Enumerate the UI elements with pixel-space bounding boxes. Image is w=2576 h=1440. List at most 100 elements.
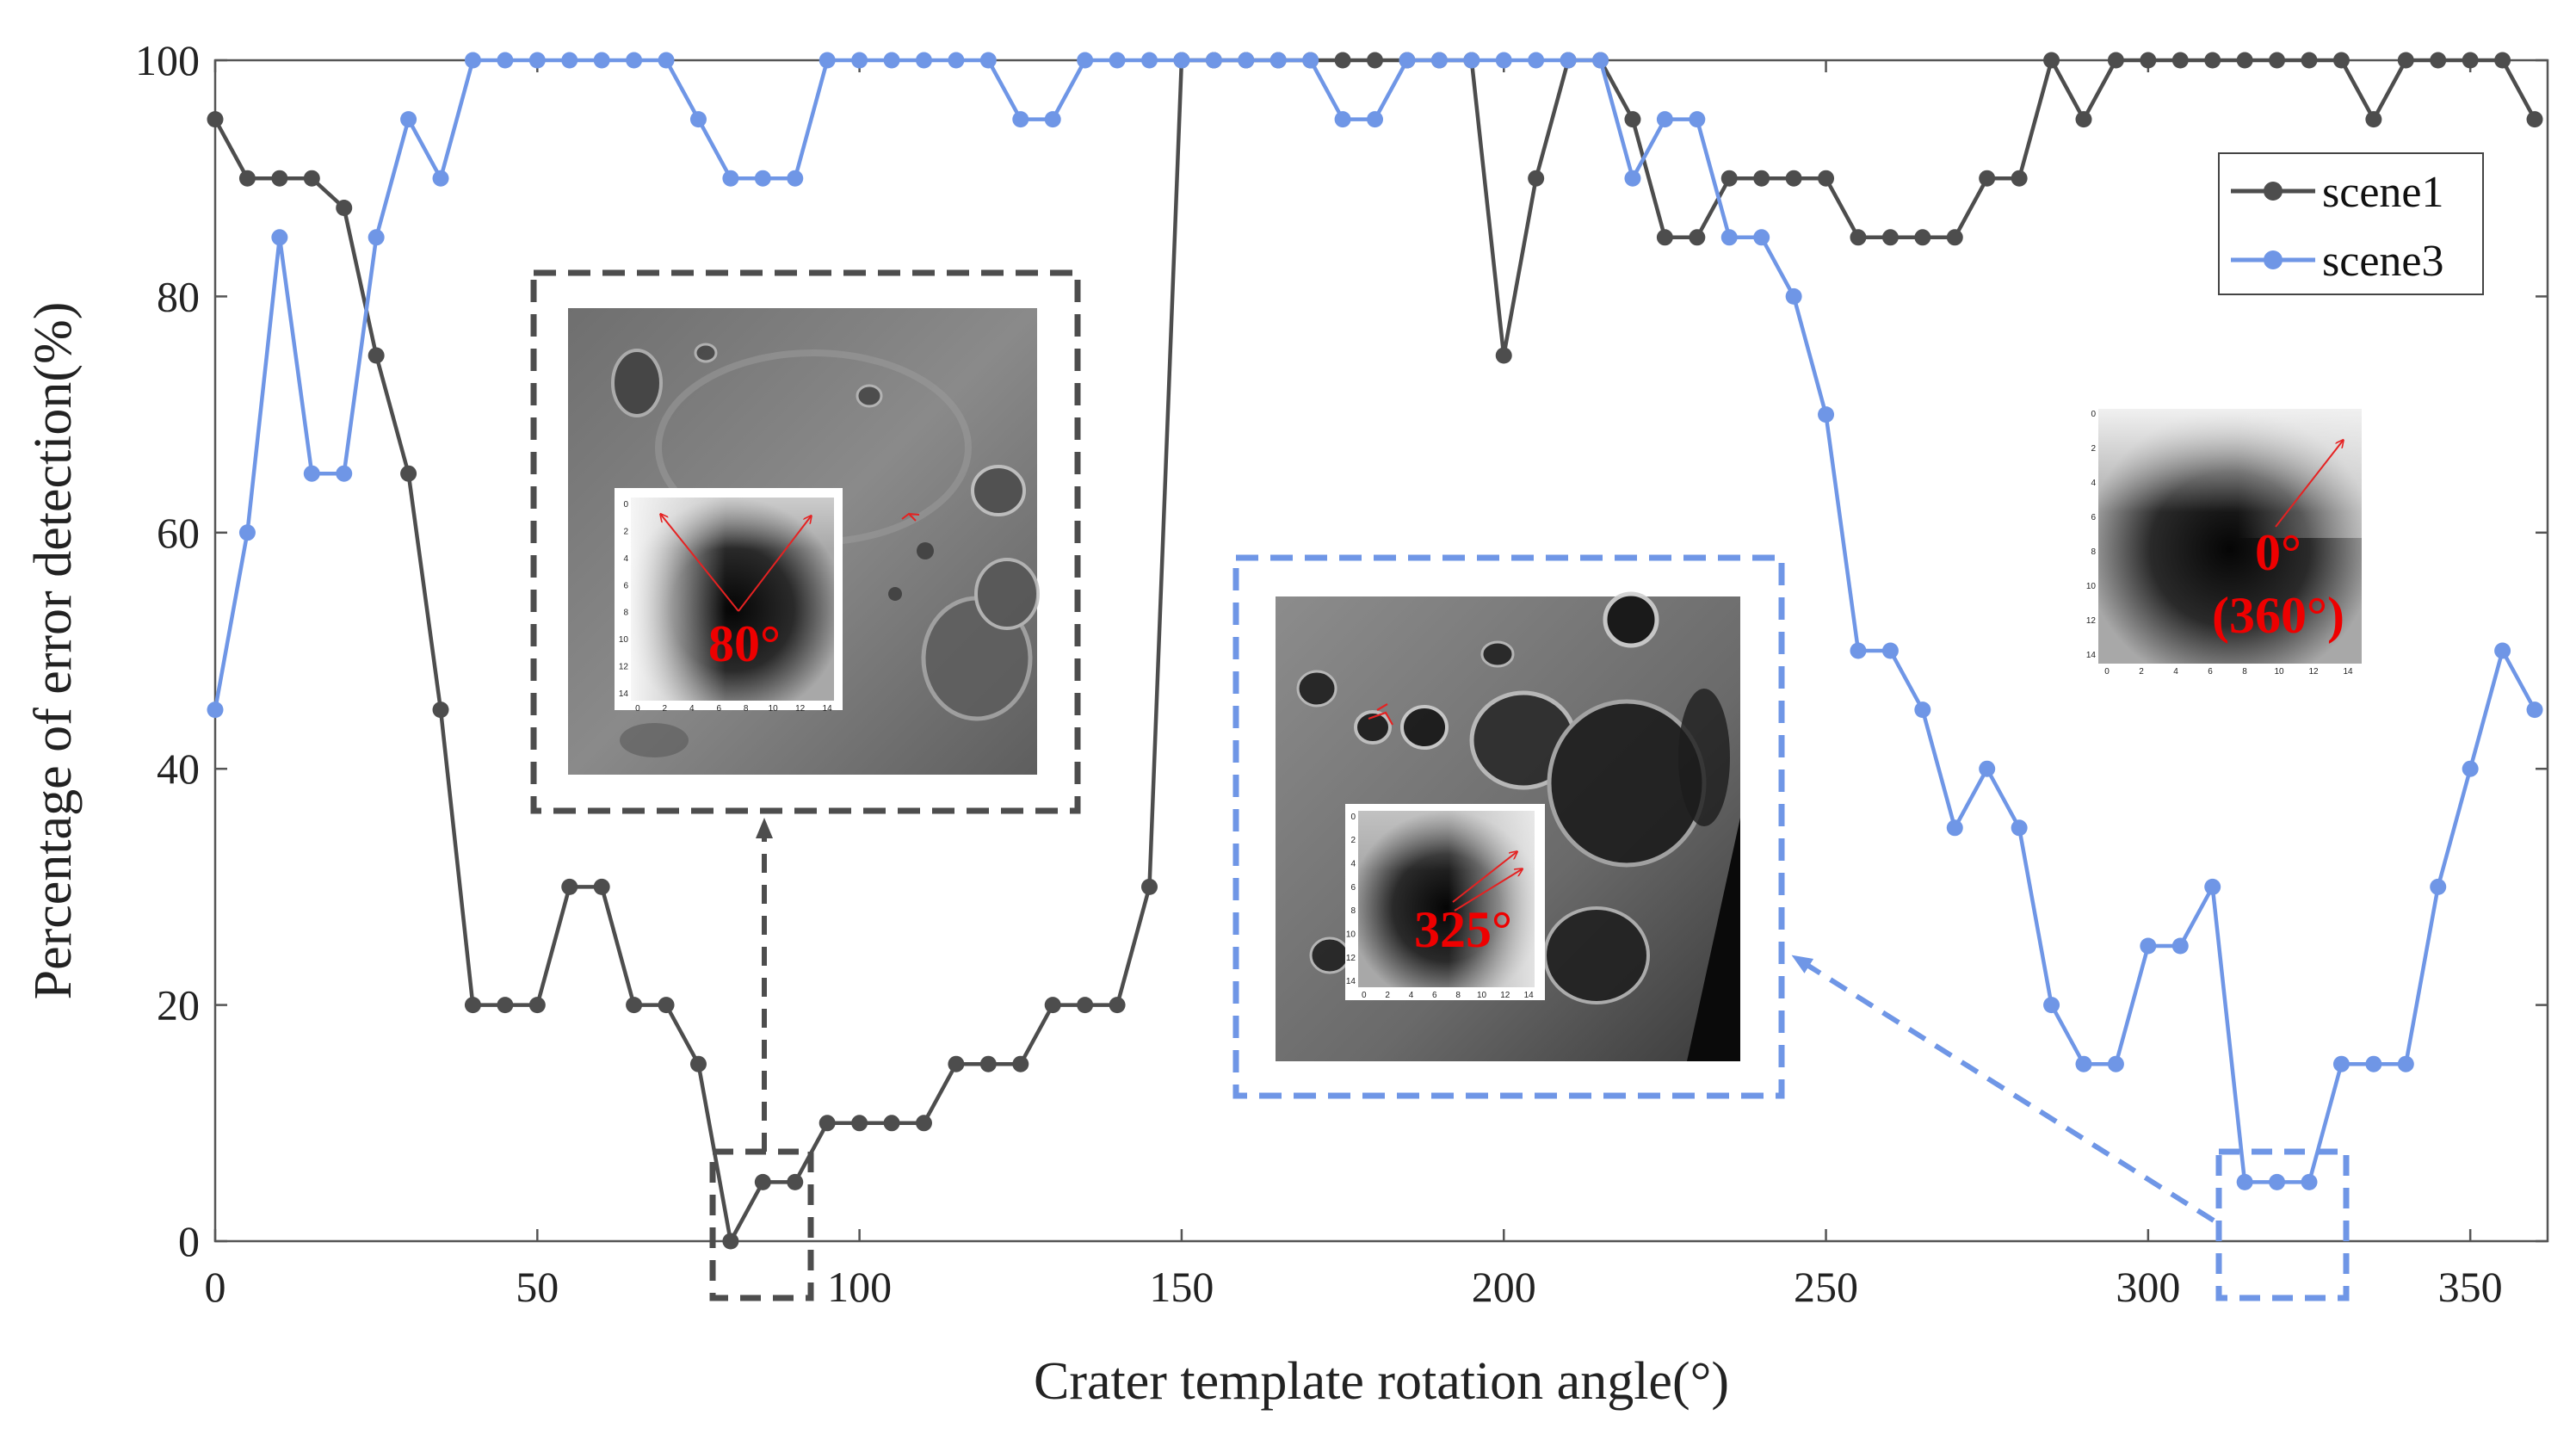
mini-y-tick-label: 12 (1346, 954, 1356, 963)
mini-x-tick-label: 4 (689, 704, 695, 714)
data-point-scene1 (2494, 52, 2511, 69)
data-point-scene1 (561, 878, 578, 895)
data-point-scene1 (1818, 170, 1835, 187)
data-point-scene3 (1656, 111, 1673, 128)
legend-marker-scene3 (2264, 250, 2283, 269)
data-point-scene1 (1946, 229, 1963, 246)
y-tick-label: 40 (157, 745, 200, 793)
legend-label-scene3: scene3 (2322, 237, 2443, 286)
data-point-scene1 (1785, 170, 1802, 187)
data-point-scene3 (400, 111, 417, 128)
data-point-scene1 (2171, 52, 2189, 69)
data-point-scene3 (689, 111, 707, 128)
mini-y-tick-label: 0 (1350, 813, 1356, 822)
legend: scene1 scene3 (2218, 152, 2484, 295)
data-point-scene1 (303, 170, 320, 187)
data-point-scene3 (1914, 701, 1931, 719)
data-point-scene3 (1495, 52, 1512, 69)
data-point-scene1 (915, 1115, 932, 1132)
direction-arrow-2 (1454, 869, 1522, 912)
highlight-box-scene3 (2215, 1148, 2350, 1301)
data-point-scene1 (1914, 229, 1931, 246)
inset-label-325: 325° (1414, 901, 1512, 958)
mini-x-tick-label: 8 (2242, 667, 2247, 677)
data-point-scene1 (1140, 878, 1158, 895)
axis-ticks (213, 59, 2548, 1243)
data-point-scene3 (819, 52, 836, 69)
mini-y-tick-label: 12 (619, 663, 629, 672)
data-point-scene3 (2269, 1173, 2286, 1190)
data-point-scene1 (1367, 52, 1384, 69)
shadow-region (1687, 818, 1740, 1061)
mini-x-tick-label: 12 (2308, 667, 2319, 677)
data-point-scene3 (238, 524, 256, 541)
data-point-scene1 (1044, 997, 1061, 1014)
direction-arrow-1 (1452, 852, 1517, 903)
data-point-scene3 (2430, 878, 2447, 895)
data-point-scene3 (754, 170, 771, 187)
mini-y-tick-label: 4 (623, 554, 628, 564)
template-image-0 (2098, 409, 2362, 664)
data-point-scene3 (883, 52, 900, 69)
data-point-scene3 (626, 52, 643, 69)
data-point-scene1 (948, 1055, 965, 1072)
mini-x-tick-label: 6 (2208, 667, 2213, 677)
data-point-scene1 (658, 997, 675, 1014)
data-point-scene3 (1785, 287, 1802, 305)
mini-x-tick-label: 2 (663, 704, 668, 714)
data-point-scene1 (2011, 170, 2028, 187)
direction-arrow-right (738, 516, 811, 612)
mini-x-tick-label: 8 (1455, 991, 1461, 1000)
mini-x-tick-label: 14 (823, 704, 833, 714)
data-point-scene1 (626, 997, 643, 1014)
inset-label-360: (360°) (2212, 587, 2344, 644)
data-point-scene3 (1140, 52, 1158, 69)
x-tick-label: 100 (827, 1263, 892, 1311)
data-point-scene3 (1334, 111, 1351, 128)
data-point-scene3 (1528, 52, 1545, 69)
data-point-scene3 (1205, 52, 1222, 69)
x-tick-label: 150 (1149, 1263, 1214, 1311)
mini-x-tick-label: 12 (1500, 991, 1510, 1000)
data-point-scene1 (271, 170, 288, 187)
mini-x-tick-label: 14 (2343, 667, 2353, 677)
data-point-scene3 (1399, 52, 1416, 69)
data-point-scene1 (2462, 52, 2479, 69)
crater-texture (611, 343, 1040, 757)
mini-y-tick-label: 2 (623, 527, 628, 536)
data-point-scene1 (1881, 229, 1899, 246)
mini-y-tick-label: 14 (1346, 977, 1356, 986)
data-point-scene3 (1720, 229, 1738, 246)
data-point-scene3 (2140, 937, 2157, 955)
data-point-scene1 (1656, 229, 1673, 246)
data-point-scene1 (1495, 347, 1512, 364)
data-point-scene1 (2236, 52, 2253, 69)
data-point-scene1 (1850, 229, 1867, 246)
mini-y-tick-label: 6 (623, 581, 628, 590)
data-point-scene3 (2204, 878, 2221, 895)
mini-y-tick-label: 10 (619, 635, 629, 645)
x-tick-label: 0 (205, 1263, 226, 1311)
y-tick-label: 0 (178, 1217, 200, 1265)
mini-x-tick-label: 6 (717, 704, 722, 714)
data-point-scene3 (851, 52, 868, 69)
data-point-scene1 (2107, 52, 2124, 69)
data-point-scene3 (1592, 52, 1609, 69)
crater-texture (1296, 591, 1730, 1004)
data-point-scene1 (528, 997, 546, 1014)
data-point-scene3 (2236, 1173, 2253, 1190)
mini-x-tick-label: 14 (1524, 991, 1535, 1000)
data-point-scene3 (979, 52, 997, 69)
data-point-scene1 (2365, 111, 2382, 128)
mini-y-tick-label: 8 (1350, 906, 1356, 916)
direction-arrow-0 (2275, 441, 2343, 528)
data-point-scene1 (883, 1115, 900, 1132)
series-layer (207, 52, 2543, 1250)
data-point-scene3 (1946, 819, 1963, 837)
data-point-scene1 (400, 465, 417, 482)
data-point-scene1 (689, 1055, 707, 1072)
